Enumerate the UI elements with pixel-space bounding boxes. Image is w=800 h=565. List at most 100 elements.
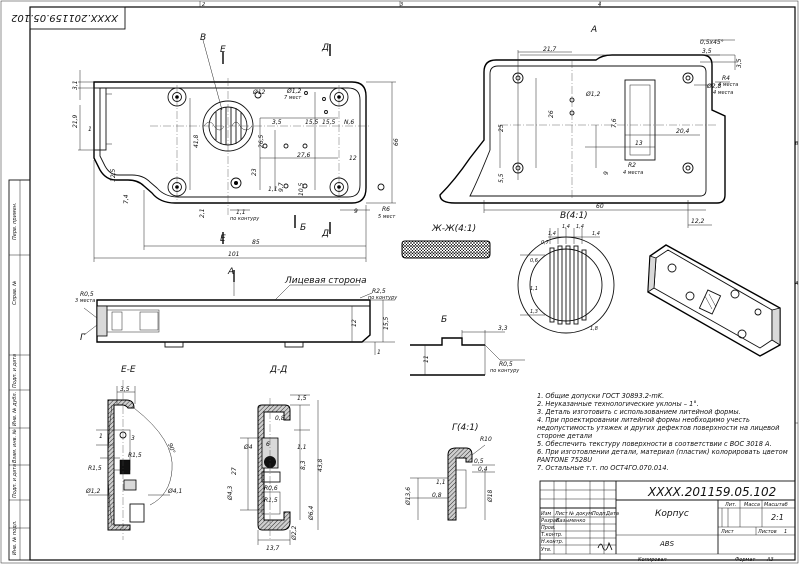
mounting-bosses (167, 87, 385, 197)
grid-letter-b: B (795, 141, 799, 147)
view-a-title: А (590, 25, 597, 35)
dim-d4-dd: Ø4 (243, 444, 253, 451)
dim-d6-4: Ø6,4 (308, 506, 315, 521)
title-block: XXXX.201159.05.102 Корпус ABS Изм Лист №… (539, 480, 796, 563)
dim-41-8: 41,8 (193, 134, 200, 148)
isometric-view (647, 244, 781, 357)
strip-first-use: Перв. примен. (12, 202, 18, 240)
dim-6-dd: 6 (266, 441, 270, 448)
dim-1-1-small: 1,1 (268, 186, 278, 193)
note-7: 7. Остальные т.т. по ОСТ4ГО.070.014. (537, 464, 669, 472)
format-label: Формат (735, 557, 756, 563)
dim-0-5-g: 0,5 (474, 458, 484, 465)
dim-0-4-g: 0,4 (478, 466, 488, 473)
dim-26-a: 26 (548, 110, 555, 118)
section-dd-title: Д-Д (269, 365, 287, 375)
note-4: 4. При проектировании литейной формы нео… (537, 416, 750, 424)
dim-9-7: 9,7 (278, 182, 285, 192)
note-2: 2. Неуказанные технологические уклоны – … (537, 400, 699, 408)
dim-13: 13 (635, 140, 643, 147)
dim-21-9: 21,9 (72, 114, 79, 128)
section-b-mark: Б (300, 223, 306, 233)
dim-d4-1: Ø4,1 (167, 488, 182, 495)
section-dd: Д-Д 1,5 0,8 Ø4 6 1,1 8,3 27 43,8 Ø4,3 R0… (227, 365, 324, 552)
dim-d1-2: Ø1,2 (286, 88, 301, 95)
col-date: Дата (605, 511, 619, 517)
dim-11: 11 (423, 355, 430, 363)
strip-sign-date-2: Подп. и дата (12, 464, 18, 498)
dim-5-5: 5,5 (498, 173, 505, 183)
dim-1-1-v: 1,1 (530, 286, 538, 292)
dim-7-4: 7,4 (123, 194, 130, 204)
dim-r2: R2 (628, 162, 636, 169)
dim-3-ee: 3 (131, 435, 135, 442)
dim-3-1: 3,1 (72, 80, 79, 90)
dim-d4-3: Ø4,3 (227, 486, 234, 501)
dim-9-a: 9 (603, 171, 610, 175)
col-list: Лист (554, 511, 569, 517)
role-tech-control: Т.контр. (541, 532, 563, 538)
dim-1-1-top: 1,1 (236, 209, 246, 216)
dim-r0-5-b: R0,5 (499, 361, 513, 368)
sheets-count: 1 (784, 529, 787, 535)
detail-g-title: Г(4:1) (452, 423, 479, 433)
dim-85: 85 (252, 239, 260, 246)
dim-25: 25 (498, 124, 505, 132)
title-doc-number: XXXX.201159.05.102 (647, 485, 776, 499)
strip-replace-inv: Взам. инв. № (12, 429, 18, 463)
grid-number-3: 3 (400, 2, 403, 8)
scale-value: 2:1 (771, 513, 784, 522)
dim-0-6: 0,6 (530, 258, 538, 264)
section-ee-title: Е-Е (121, 365, 136, 375)
section-zh: Ж-Ж(4:1) (401, 224, 491, 259)
dim-3-5-a: 3,5 (702, 48, 712, 55)
dim-23: 23 (251, 168, 258, 176)
developer-name: Казыменко (556, 518, 585, 524)
main-view: В Е Е Д Д Б А 3,1 21,9 1 41,8 Ø12 Ø1,2 7… (72, 33, 400, 282)
dim-3-places: 3 места (75, 298, 95, 304)
dim-d13-6: Ø13,6 (405, 487, 412, 506)
dim-along-contour-side: по контуру (368, 295, 398, 301)
dim-43-8: 43,8 (317, 458, 324, 472)
dim-0-8-g: 0,8 (432, 492, 442, 499)
top-doc-number-box: XXXX.201159.05.102 (11, 6, 126, 30)
section-zh-title: Ж-Ж(4:1) (431, 224, 476, 234)
dim-27-6: 27,6 (297, 152, 311, 159)
detail-g-mark: Г (80, 333, 86, 343)
section-d-bottom: Д (321, 229, 329, 239)
dim-1-4-d: 1,4 (592, 231, 600, 237)
detail-g: Г(4:1) R10 1,1 Ø13,6 0,8 0,5 0,4 Ø18 (405, 423, 495, 521)
sheets-label: Листов (757, 529, 777, 535)
section-ee: Е-Е 3,5 1 3 R1,5 R1,5 90° Ø1,2 Ø4,1 (85, 365, 182, 540)
dim-3-5-b: 3,5 (736, 58, 743, 68)
dim-2-1: 2,1 (199, 208, 206, 218)
dim-12-5: 12,5 (110, 168, 117, 182)
lit-header: Лит. (724, 502, 737, 508)
dim-d1-2-a: Ø1,2 (585, 91, 600, 98)
strip-inv-dupl: Инв. № дубл. (12, 392, 18, 426)
copied-label: Копировал (638, 557, 667, 563)
dim-n6: N,6 (344, 119, 354, 126)
dim-4-places-b: 4 места (718, 82, 738, 88)
col-izm: Изм (541, 511, 551, 517)
strip-reference: Справ. № (12, 281, 18, 305)
dim-9: 9 (354, 208, 358, 215)
dim-r10: R10 (480, 436, 492, 443)
dim-1-1-dd: 1,1 (297, 444, 307, 451)
dim-r4: R4 (722, 75, 730, 82)
grid-letter-a: A (794, 281, 799, 287)
dim-d2-2: Ø2,2 (291, 526, 298, 541)
dim-along-contour-b: по контуру (490, 368, 520, 374)
section-e-top: Е (220, 45, 226, 55)
dim-3-3: 3,3 (498, 325, 508, 332)
dim-26-5: 26,5 (258, 134, 265, 148)
dim-10-5: 10,5 (298, 182, 305, 196)
dim-12-side: 12 (351, 319, 358, 327)
left-strip: Перв. примен. Справ. № Подп. и дата Инв.… (8, 179, 31, 561)
dim-20-4: 20,4 (676, 128, 690, 135)
dim-1-5-dd: 1,5 (297, 395, 307, 402)
mass-header: Масса (744, 502, 760, 508)
technical-notes: 1. Общие допуски ГОСТ 30893.2-mK. 2. Неу… (537, 392, 788, 472)
part-name: Корпус (655, 509, 689, 519)
dim-r1-5-b: R1,5 (128, 452, 142, 459)
